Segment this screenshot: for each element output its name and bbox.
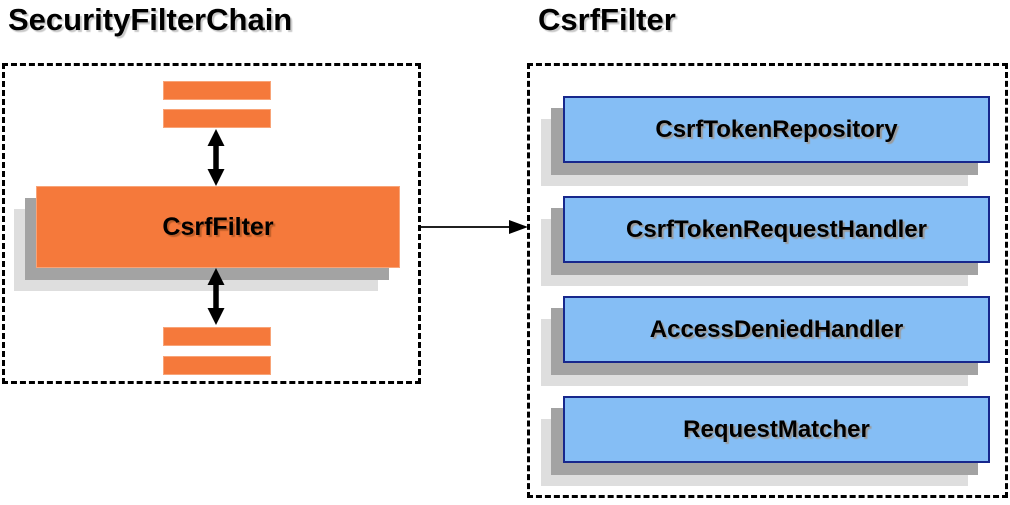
csrf-filter-title: CsrfFilter [538,2,676,37]
csrf-filter-box-label: CsrfFilter [162,212,274,241]
component-box-label: CsrfTokenRepository [655,115,898,143]
csrf-token-request-handler-box: CsrfTokenRequestHandler [563,196,990,263]
filter-placeholder-bar-top-2 [163,109,271,128]
component-box-label: AccessDeniedHandler [649,315,904,343]
component-box-label: RequestMatcher [683,415,870,443]
security-filter-chain-title: SecurityFilterChain [8,2,293,37]
filter-placeholder-bar-bottom-2 [163,356,271,375]
arrow-right-icon [421,217,528,237]
access-denied-handler-box: AccessDeniedHandler [563,296,990,363]
double-arrow-icon [201,268,231,325]
security-filter-chain-container: CsrfFilter [2,63,421,384]
filter-placeholder-bar-bottom-1 [163,327,271,346]
component-box-label: CsrfTokenRequestHandler [626,215,927,243]
double-arrow-icon [201,129,231,186]
filter-placeholder-bar-top-1 [163,81,271,100]
csrf-filter-container: CsrfTokenRepository CsrfTokenRequestHand… [527,63,1008,498]
csrf-token-repository-box: CsrfTokenRepository [563,96,990,163]
csrf-filter-box: CsrfFilter [36,186,400,268]
request-matcher-box: RequestMatcher [563,396,990,463]
